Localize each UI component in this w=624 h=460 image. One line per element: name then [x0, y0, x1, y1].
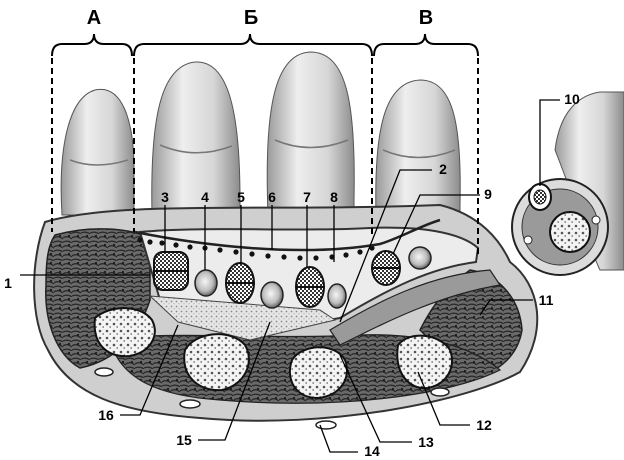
section-dividers [51, 58, 479, 256]
callout-4: 4 [201, 189, 209, 205]
callout-5: 5 [237, 189, 245, 205]
metacarpal-1 [93, 307, 156, 358]
finger-2 [151, 61, 241, 216]
section-label-b: Б [244, 7, 258, 29]
fingers [60, 51, 461, 216]
palm-fold [134, 218, 441, 252]
callout-9: 9 [484, 186, 492, 202]
section-brackets [51, 33, 479, 57]
metacarpal-4 [396, 334, 453, 390]
palmar-aponeurosis [137, 237, 375, 261]
metacarpal-2 [183, 333, 250, 392]
callout-10: 10 [564, 91, 580, 107]
section-label-v: В [419, 7, 433, 29]
midpalmar-space [148, 295, 337, 341]
callout-7: 7 [303, 189, 311, 205]
metacarpal-bones [93, 307, 453, 400]
callout-13: 13 [418, 434, 434, 450]
flexor-tendons [153, 250, 401, 308]
callout-8: 8 [330, 189, 338, 205]
finger-4 [375, 79, 461, 216]
finger-1 [60, 88, 135, 216]
callout-1: 1 [4, 275, 12, 291]
section-label-a: А [87, 7, 101, 29]
metacarpal-3 [288, 346, 348, 400]
finger-3 [266, 51, 355, 216]
callout-14: 14 [364, 443, 380, 459]
tendon-sheath-band [329, 269, 502, 346]
callout-12: 12 [476, 417, 492, 433]
finger-cross-section-inset [511, 91, 624, 276]
callout-labels: 1 2 3 4 5 6 7 8 9 10 11 12 13 14 15 16 [4, 91, 580, 459]
callout-16: 16 [98, 407, 114, 423]
bracket-a [51, 33, 133, 57]
callout-2: 2 [439, 161, 447, 177]
callout-15: 15 [176, 432, 192, 448]
callout-3: 3 [161, 189, 169, 205]
bracket-v [373, 33, 479, 57]
bracket-b [133, 33, 373, 57]
leader-lines [20, 99, 560, 453]
callout-6: 6 [268, 189, 276, 205]
callout-11: 11 [539, 292, 554, 308]
digital-vessels [194, 246, 432, 309]
